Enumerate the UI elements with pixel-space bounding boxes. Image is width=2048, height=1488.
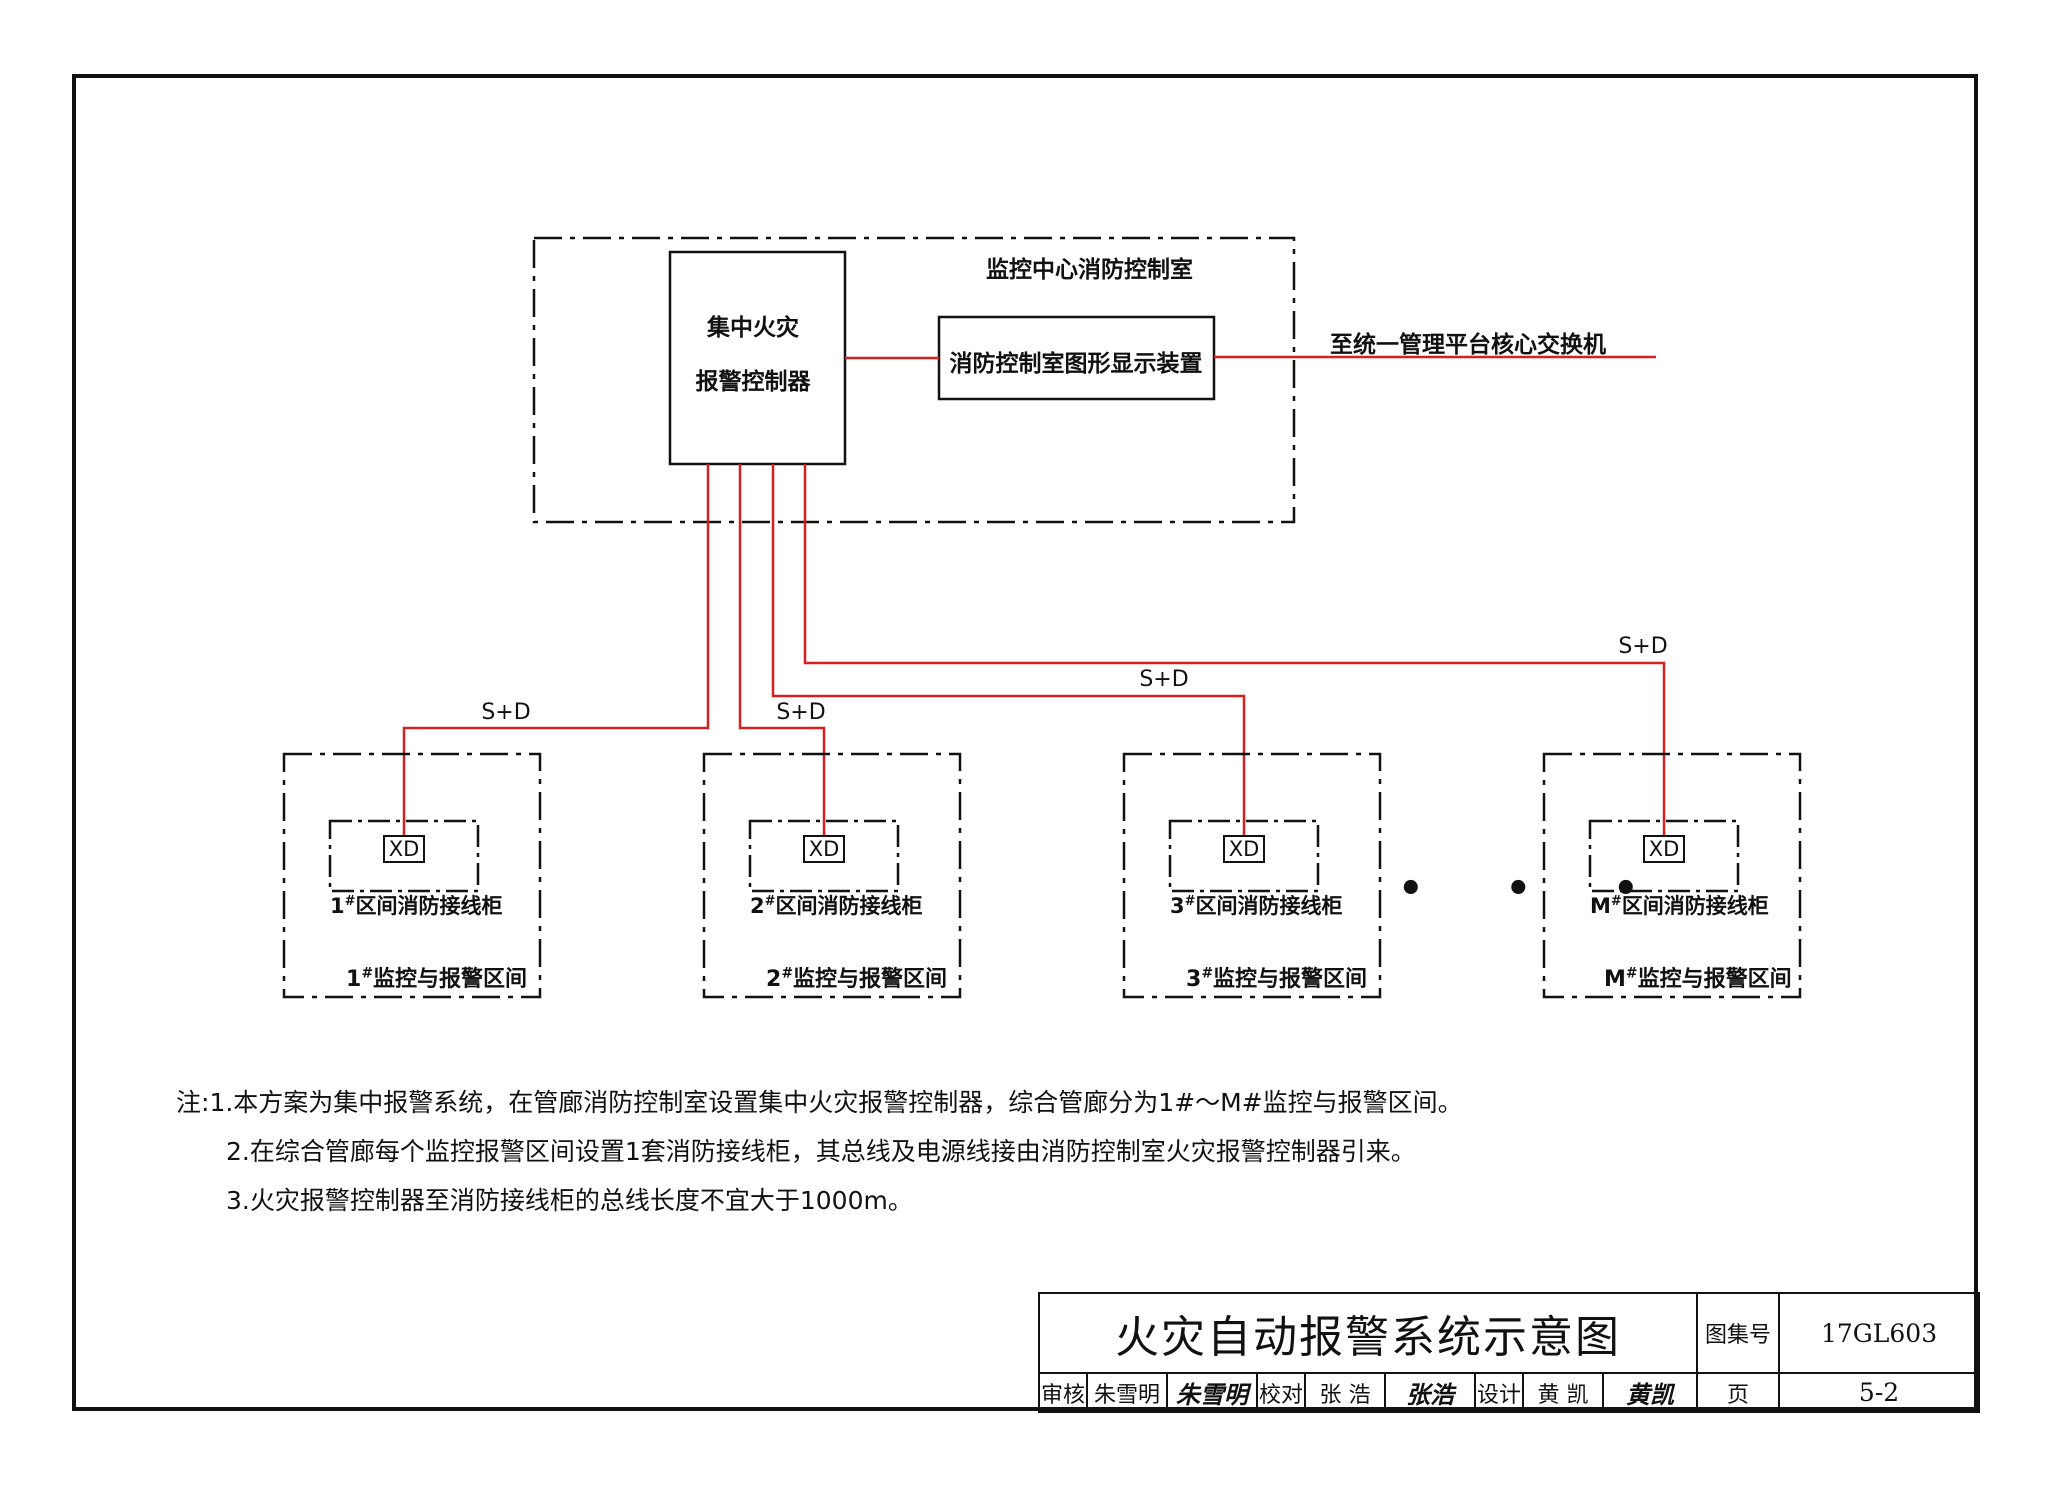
atlas-label: 图集号: [1696, 1292, 1781, 1374]
zones-ellipsis: • • •: [1398, 866, 1673, 912]
controller-label-line2: 报警控制器: [695, 369, 811, 395]
controller-label-line1: 集中火灾: [707, 315, 799, 341]
uplink-label: 至统一管理平台核心交换机: [1330, 332, 1606, 358]
bus-label-zone-m: S+D: [1618, 634, 1668, 659]
designer-name: 黄 凯: [1522, 1372, 1604, 1413]
title-block: 火灾自动报警系统示意图 图集号 17GL603 审核 朱雪明 朱雪明 校对 张 …: [1037, 1292, 1981, 1413]
controller-box: [668, 250, 847, 466]
zone-m-label: M#监控与报警区间: [1604, 965, 1792, 992]
signal-lines: [402, 355, 1666, 835]
zone-3-label: 3#监控与报警区间: [1186, 965, 1368, 992]
note-line-2: 2.在综合管廊每个监控报警区间设置1套消防接线柜，其总线及电源线接由消防控制室火…: [226, 1137, 1416, 1166]
bus-label-zone-3: S+D: [1139, 667, 1189, 692]
zone-2-cabinet-box: [748, 819, 900, 893]
checker-name: 张 浩: [1304, 1372, 1386, 1413]
reviewer-signature: 朱雪明: [1166, 1372, 1258, 1413]
drawing-frame: [72, 74, 1978, 1411]
zone-3-cabinet-box: [1168, 819, 1320, 893]
page-label: 页: [1696, 1372, 1781, 1413]
xd-terminal-1: XD: [383, 835, 425, 863]
drawing-title: 火灾自动报警系统示意图: [1037, 1292, 1699, 1374]
zone-m-boundary: [1542, 752, 1802, 999]
review-label: 审核: [1038, 1372, 1088, 1413]
xd-terminal-3: XD: [1223, 835, 1265, 863]
bus-label-zone-2: S+D: [776, 700, 826, 725]
note-line-1: 注:1.本方案为集中报警系统，在管廊消防控制室设置集中火灾报警控制器，综合管廊分…: [176, 1088, 1463, 1117]
bus-line-zone-1: [402, 464, 710, 835]
zone-1-label: 1#监控与报警区间: [346, 965, 528, 992]
zone-1-boundary: [282, 752, 542, 999]
bus-line-zone-3: [771, 464, 1246, 835]
control-room-boundary: [532, 236, 1296, 524]
bus-line-zone-2: [738, 464, 826, 835]
check-label: 校对: [1256, 1372, 1306, 1413]
zone-m-cabinet-label: M#区间消防接线柜: [1590, 894, 1769, 918]
zone-2-cabinet-label: 2#区间消防接线柜: [750, 894, 923, 918]
bus-label-zone-1: S+D: [481, 700, 531, 725]
zone-3-cabinet-label: 3#区间消防接线柜: [1170, 894, 1343, 918]
zone-1-cabinet-box: [328, 819, 480, 893]
xd-terminal-2: XD: [803, 835, 845, 863]
atlas-number: 17GL603: [1778, 1292, 1981, 1374]
zone-2-label: 2#监控与报警区间: [766, 965, 948, 992]
checker-signature: 张浩: [1384, 1372, 1476, 1413]
note-line-3: 3.火灾报警控制器至消防接线柜的总线长度不宜大于1000m。: [226, 1186, 913, 1215]
reviewer-name: 朱雪明: [1086, 1372, 1168, 1413]
xd-terminal-m: XD: [1643, 835, 1685, 863]
designer-signature: 黄凯: [1601, 1372, 1699, 1413]
display-device-label: 消防控制室图形显示装置: [949, 351, 1203, 377]
notes: 注:1.本方案为集中报警系统，在管廊消防控制室设置集中火灾报警控制器，综合管廊分…: [176, 1078, 1463, 1225]
control-room-label: 监控中心消防控制室: [986, 257, 1193, 283]
bus-line-zone-m: [803, 464, 1666, 835]
design-label: 设计: [1474, 1372, 1524, 1413]
zone-1-cabinet-label: 1#区间消防接线柜: [330, 894, 503, 918]
zone-2-boundary: [702, 752, 962, 999]
page-number: 5-2: [1778, 1372, 1981, 1413]
zone-m-cabinet-box: [1588, 819, 1740, 893]
zone-3-boundary: [1122, 752, 1382, 999]
